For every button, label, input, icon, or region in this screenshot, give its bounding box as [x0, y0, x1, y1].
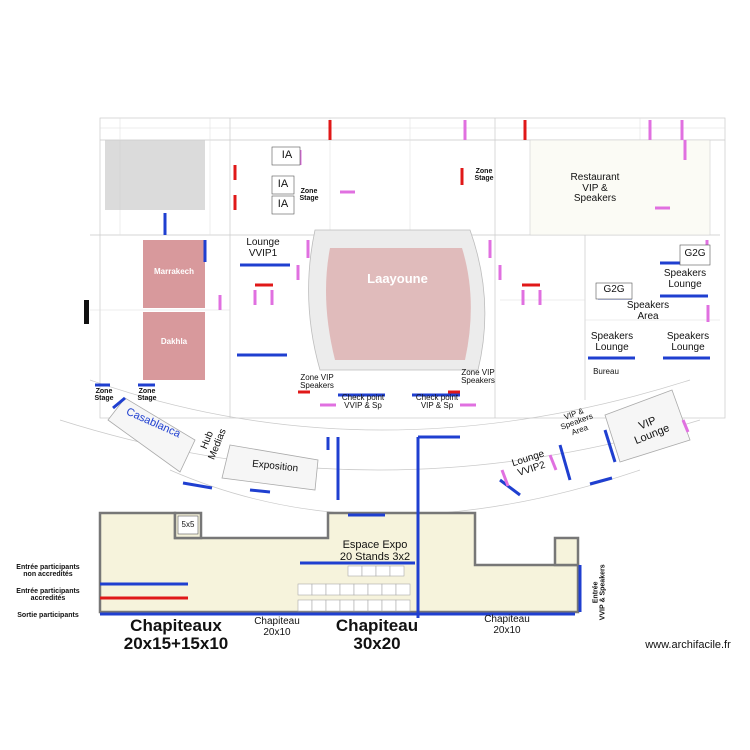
legend-entree-vvip: Entrée VVIP & Speakers	[592, 564, 607, 621]
bureau-label: Bureau	[593, 367, 619, 376]
gate-left	[84, 300, 89, 324]
laayoune-auditorium	[308, 229, 486, 371]
dakhla-label: Dakhla	[160, 337, 188, 346]
zone-vip-right-label: Zone VIP Speakers	[461, 368, 495, 386]
lounge-vvip1-label: Lounge VVIP1	[246, 237, 280, 259]
legend-entree-accreditees: Entrée participants accredités	[16, 588, 80, 603]
chapiteaux-main-label: Chapiteaux 20x15+15x10	[123, 616, 229, 653]
laayoune-seating	[326, 248, 471, 360]
checkpoint-left-label: Check point VVIP & Sp	[341, 393, 385, 411]
chapiteau-20x10-left-label: Chapiteau 20x10	[254, 616, 300, 638]
speakers-lounge-label-2: Speakers Lounge	[590, 331, 634, 353]
marrakech-label: Marrakech	[153, 267, 195, 276]
ia-label-1: IA	[281, 149, 293, 161]
zone-stage-top-label: Zone Stage	[474, 168, 494, 183]
zone-stage-left-label-1: Zone Stage	[94, 388, 114, 403]
ia-label-2: IA	[277, 178, 289, 190]
checkpoint-markers	[218, 120, 710, 487]
exposition-room	[221, 444, 319, 491]
watermark: www.archifacile.fr	[645, 639, 731, 651]
label-boxes	[177, 146, 711, 535]
legend-entree-non-accreditees: Entrée participants non accredités	[16, 564, 80, 579]
g2g-label-2: G2G	[603, 284, 625, 295]
zone-stage-left-label-2: Zone Stage	[137, 388, 157, 403]
laayoune-label: Laayoune	[367, 271, 428, 286]
zone-stage-mid-label: Zone Stage	[299, 188, 319, 203]
checkpoint-right-label: Check point VIP & Sp	[415, 393, 459, 411]
speakers-lounge-label-3: Speakers Lounge	[666, 331, 710, 353]
speakers-area-label: Speakers Area	[626, 300, 670, 322]
exit-markers	[100, 120, 540, 600]
restaurant-room	[529, 139, 711, 236]
casablanca-room	[107, 397, 196, 473]
expo-stands	[297, 565, 411, 612]
speakers-lounge-label-1: Speakers Lounge	[663, 268, 707, 290]
entry-markers	[95, 213, 710, 618]
dakhla-hall	[143, 312, 205, 380]
box-corner	[553, 536, 580, 567]
g2g-label-1: G2G	[684, 248, 706, 259]
legend-sortie: Sortie participants	[17, 612, 79, 619]
box-5x5-label: 5x5	[181, 520, 195, 529]
ia-label-3: IA	[277, 198, 289, 210]
chapiteau-20x10-right-label: Chapiteau 20x10	[484, 614, 530, 636]
espace-expo-label: Espace Expo 20 Stands 3x2	[339, 539, 411, 563]
storage-block	[105, 140, 205, 210]
chapiteau-30x20-label: Chapiteau 30x20	[335, 616, 419, 653]
zone-vip-left-label: Zone VIP Speakers	[300, 373, 334, 391]
vip-lounge-room	[604, 389, 691, 463]
marrakech-hall	[143, 240, 205, 308]
restaurant-label: Restaurant VIP & Speakers	[570, 172, 620, 204]
